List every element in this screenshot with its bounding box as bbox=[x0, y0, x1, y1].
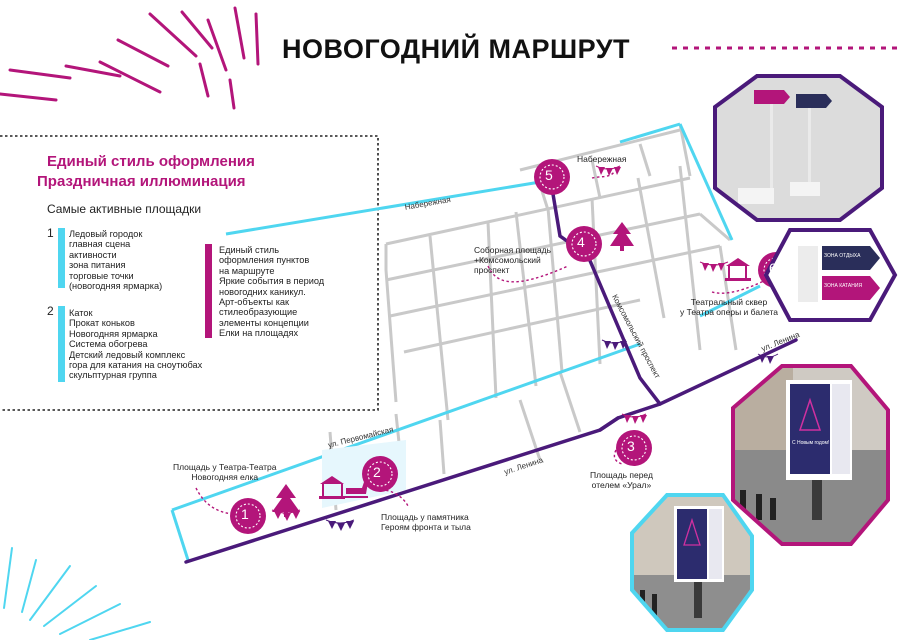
stop-label-2: Площадь у памятника Героям фронта и тыла bbox=[381, 512, 471, 532]
legend-line: Прокат коньков bbox=[69, 318, 135, 329]
legend-line: торговые точки bbox=[69, 270, 134, 281]
garland-icon bbox=[271, 509, 301, 521]
legend-frame bbox=[0, 135, 379, 411]
garland-icon bbox=[595, 165, 621, 176]
sign-text-2: ЗОНА КАТАНИЯ bbox=[824, 283, 863, 289]
page-title: НОВОГОДНИЙ МАРШРУТ bbox=[282, 34, 631, 64]
garland-icon bbox=[325, 519, 355, 531]
legend-line: Елки на площадях bbox=[219, 328, 299, 339]
stop-label-line: Набережная bbox=[577, 154, 627, 164]
legend-line: Яркие события в период bbox=[219, 276, 325, 287]
stop-label-line: +Комсомольский bbox=[474, 255, 541, 265]
sleigh-icon bbox=[344, 482, 368, 498]
legend-line: Система обогрева bbox=[69, 339, 148, 350]
garland-icon bbox=[601, 339, 627, 350]
stop-number-5[interactable]: 5 bbox=[545, 167, 553, 183]
stop-number-4[interactable]: 4 bbox=[577, 234, 585, 250]
stop-label-line: Героям фронта и тыла bbox=[381, 522, 471, 532]
carousel-icon bbox=[319, 476, 345, 499]
stop-label-5: Набережная bbox=[577, 154, 626, 164]
garland-icon bbox=[621, 413, 647, 424]
legend-line: Единый стиль bbox=[219, 245, 280, 255]
legend-bar-1 bbox=[58, 228, 65, 288]
stop-label-1: Площадь у Театра-Театра Новогодняя елка bbox=[173, 462, 276, 482]
stop-label-6: Театральный сквер у Театра оперы и балет… bbox=[680, 297, 778, 317]
legend-heading-1: Единый стиль оформления bbox=[47, 153, 255, 170]
stop-label-line: Соборная площадь bbox=[474, 245, 552, 255]
sign-text-1: ЗОНА ОТДЫХА bbox=[824, 253, 861, 259]
stop-label-line: Театральный сквер bbox=[690, 297, 768, 307]
sign-panel-photo bbox=[763, 228, 898, 322]
legend-line: (новогодняя ярмарка) bbox=[69, 281, 163, 292]
legend-group-1-list: Ледовый городок главная сцена активности… bbox=[69, 229, 162, 291]
stop-marker-3[interactable] bbox=[616, 430, 652, 466]
legend-line: элементы концепции bbox=[219, 317, 309, 328]
stop-label-line: Площадь у памятника bbox=[381, 512, 469, 522]
stop-number-2[interactable]: 2 bbox=[373, 464, 381, 480]
stop-number-3[interactable]: 3 bbox=[627, 438, 635, 454]
legend-line: Ледовый городок bbox=[69, 229, 143, 239]
billboard-street-photo bbox=[731, 364, 890, 546]
legend-line: Каток bbox=[69, 308, 93, 318]
legend-line: активности bbox=[69, 249, 117, 260]
stop-marker-2[interactable] bbox=[362, 456, 398, 492]
legend-bar-3 bbox=[205, 244, 212, 338]
stop-marker-4[interactable] bbox=[566, 226, 602, 262]
legend-line: новогодних каникул. bbox=[219, 286, 306, 297]
stop-label-3: Площадь перед отелем «Урал» bbox=[590, 470, 653, 490]
legend-group-2-number: 2 bbox=[47, 304, 54, 318]
legend-line: зона питания bbox=[69, 260, 126, 271]
stop-label-line: у Театра оперы и балета bbox=[680, 307, 778, 317]
stop-label-line: Площадь перед bbox=[590, 470, 653, 480]
legend-line: стилеобразующие bbox=[219, 307, 298, 318]
legend-group-1-number: 1 bbox=[47, 226, 54, 240]
legend-line: Детский ледовый комплекс bbox=[69, 349, 186, 360]
signpost-photo bbox=[713, 74, 884, 222]
legend-line: оформления пунктов bbox=[219, 255, 310, 266]
legend-group-3-list: Единый стиль оформления пунктов на маршр… bbox=[219, 245, 324, 339]
stop-number-1[interactable]: 1 bbox=[241, 506, 249, 522]
billboard-text: С Новым годом! bbox=[792, 440, 830, 446]
legend-bar-2 bbox=[58, 306, 65, 382]
stop-label-line: отелем «Урал» bbox=[591, 480, 652, 490]
legend-line: на маршруте bbox=[219, 265, 275, 276]
legend-line: скульптурная группа bbox=[69, 370, 157, 381]
stop-marker-5[interactable] bbox=[534, 159, 570, 195]
sunburst-bottom-left bbox=[3, 547, 151, 640]
legend-line: Арт-объекты как bbox=[219, 297, 290, 308]
legend-line: главная сцена bbox=[69, 239, 131, 250]
stop-label-4: Соборная площадь +Комсомольский проспект bbox=[474, 245, 551, 275]
garland-icon bbox=[699, 261, 729, 272]
connector-dashes bbox=[195, 171, 771, 515]
legend-line: Новогодняя ярмарка bbox=[69, 328, 158, 339]
legend-subtitle: Самые активные площадки bbox=[47, 202, 202, 216]
stop-label-line: Новогодняя елка bbox=[191, 472, 259, 482]
legend-group-2-list: Каток Прокат коньков Новогодняя ярмарка … bbox=[69, 308, 202, 381]
legend-heading-2: Праздничная иллюминация bbox=[37, 173, 246, 190]
fir-tree-icon bbox=[610, 222, 634, 251]
garland-icon bbox=[757, 353, 779, 364]
stop-label-line: Площадь у Театра-Театра bbox=[173, 462, 277, 472]
stop-number-6[interactable]: 6 bbox=[769, 260, 777, 276]
stop-label-line: проспект bbox=[474, 265, 510, 275]
stop-marker-1[interactable] bbox=[230, 498, 266, 534]
billboard-street-photo-2 bbox=[630, 493, 754, 632]
sunburst-top-left bbox=[0, 6, 260, 110]
legend-line: гора для катания на сноутюбах bbox=[69, 360, 203, 371]
carousel-icon bbox=[725, 258, 751, 281]
